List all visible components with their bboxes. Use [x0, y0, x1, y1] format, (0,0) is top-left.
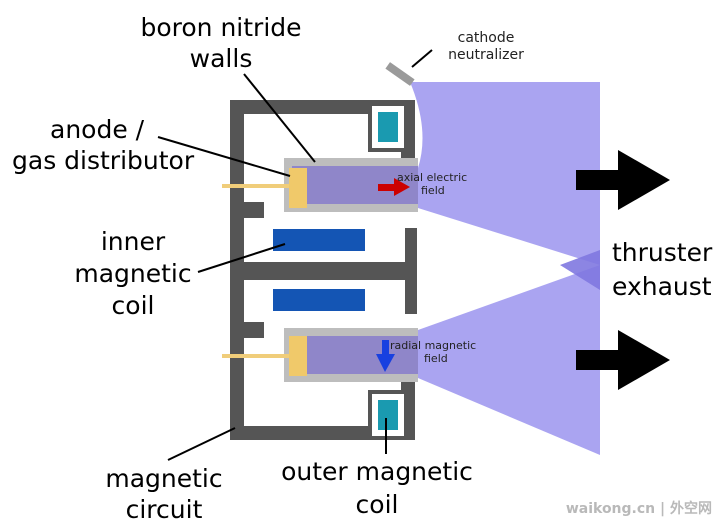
cathode-neutralizer: [385, 62, 415, 86]
outer-coil-bottom: [378, 400, 398, 430]
label-cathode-neutralizer: cathode neutralizer: [448, 30, 524, 63]
plasma-plume: [410, 82, 600, 265]
label-radial-magnetic-field: radial magnetic field: [390, 339, 477, 365]
outer-coil-top: [378, 112, 398, 142]
label-boron-nitride-walls: boron nitride walls: [140, 13, 302, 73]
electric-field-arrow: [378, 178, 410, 196]
gas-line-bottom: [222, 354, 289, 358]
gas-line-top: [222, 184, 289, 188]
label-anode-gas-distributor: anode / gas distributor: [12, 115, 195, 175]
inner-coil-top: [273, 229, 365, 251]
plume-overlap: [560, 250, 600, 290]
label-inner-magnetic-coil: inner magnetic coil: [74, 227, 192, 320]
label-outer-magnetic-coil: outer magnetic coil: [281, 457, 473, 519]
leader-lines: [157, 49, 433, 461]
inner-coil-bottom: [273, 289, 365, 311]
channel-bottom: [292, 336, 418, 374]
plasma-plume-lower: [418, 265, 600, 455]
anode-bottom: [289, 336, 307, 376]
exhaust-arrow-bottom: [576, 330, 670, 390]
anode-top: [289, 168, 307, 208]
exhaust-arrow-top: [576, 150, 670, 210]
label-magnetic-circuit: magnetic circuit: [105, 464, 223, 524]
magnetic-field-arrow: [376, 340, 395, 372]
label-axial-electric-field: axial electric field: [397, 171, 468, 197]
watermark: waikong.cn | 外空网: [565, 501, 712, 517]
label-thruster-exhaust: thruster exhaust: [612, 238, 713, 301]
